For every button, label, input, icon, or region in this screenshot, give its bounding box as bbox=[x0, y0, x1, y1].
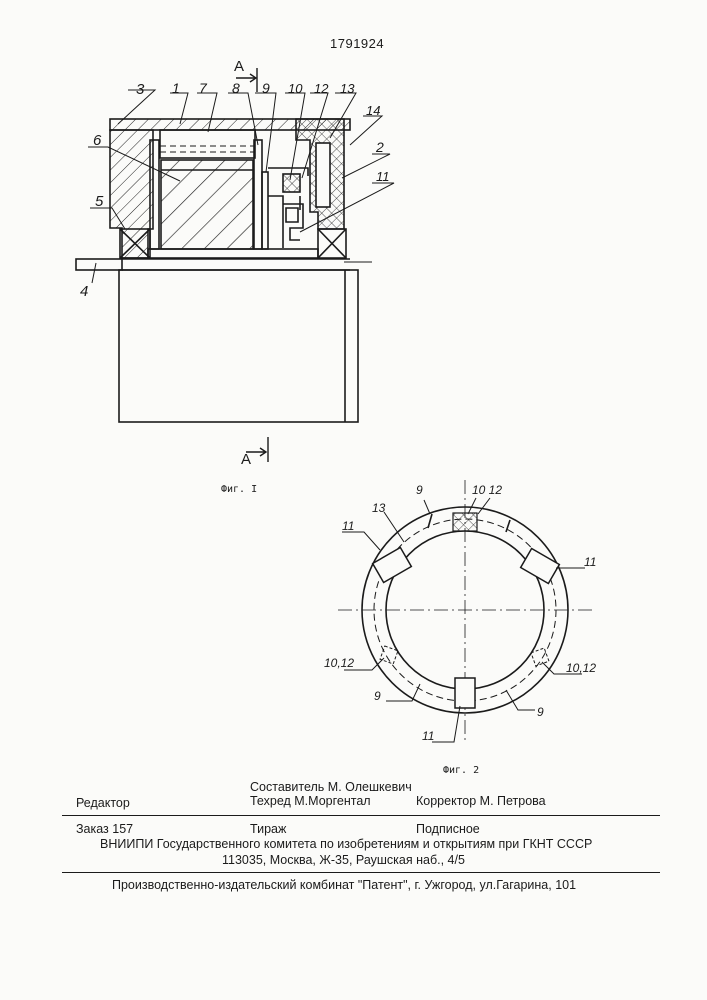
order-line: Заказ 157 bbox=[76, 822, 133, 836]
lower-housing bbox=[119, 270, 358, 422]
techred-line: Техред М.Моргентал bbox=[250, 794, 371, 808]
label-12: 12 bbox=[314, 81, 329, 96]
fig2-label-lower-left-10-12: 10,12 bbox=[324, 656, 354, 670]
label-5: 5 bbox=[95, 193, 104, 210]
fig2-label-top-9: 9 bbox=[416, 483, 423, 497]
label-4: 4 bbox=[80, 283, 88, 300]
label-7: 7 bbox=[199, 80, 208, 96]
subscription-line: Подписное bbox=[416, 822, 480, 836]
fig2-label-bottom-left-9: 9 bbox=[374, 689, 381, 703]
label-6: 6 bbox=[93, 132, 102, 149]
fig2-label-right-11: 11 bbox=[584, 555, 596, 569]
figure-1-drawing: A A 3 1 7 8 9 10 12 13 14 2 6 11 5 4 bbox=[0, 0, 707, 500]
label-11: 11 bbox=[376, 169, 390, 184]
imprint-rule-bottom bbox=[62, 872, 660, 873]
seal-part bbox=[283, 174, 300, 192]
circulation-line: Тираж bbox=[250, 822, 286, 836]
fig2-label-lower-right-10-12: 10,12 bbox=[566, 661, 596, 675]
figure-2-drawing: 9 10 12 13 11 11 10,12 10,12 9 9 11 bbox=[320, 470, 600, 770]
label-2: 2 bbox=[375, 139, 384, 155]
label-13: 13 bbox=[340, 81, 355, 96]
fig2-label-left-11: 11 bbox=[342, 519, 354, 533]
housing-part bbox=[110, 130, 153, 258]
vniipi-line: ВНИИПИ Государственного комитета по изоб… bbox=[100, 837, 592, 851]
imprint-rule-top bbox=[62, 815, 660, 816]
corrector-line: Корректор М. Петрова bbox=[416, 794, 546, 808]
drum-part bbox=[160, 130, 255, 158]
fig2-label-bottom-right-9: 9 bbox=[537, 705, 544, 719]
shaft-stub bbox=[76, 259, 122, 270]
label-3: 3 bbox=[136, 81, 145, 98]
section-body bbox=[76, 119, 372, 422]
compiler-line: Составитель М. Олешкевич bbox=[250, 780, 412, 794]
label-10: 10 bbox=[288, 81, 303, 96]
fig2-label-13: 13 bbox=[372, 501, 386, 515]
label-1: 1 bbox=[172, 80, 180, 96]
editor-line: Редактор bbox=[76, 796, 130, 810]
address-line: 113035, Москва, Ж-35, Раушская наб., 4/5 bbox=[222, 853, 465, 867]
publisher-line: Производственно-издательский комбинат "П… bbox=[112, 878, 576, 892]
fig2-label-top-10-12: 10 12 bbox=[472, 483, 502, 497]
label-8: 8 bbox=[232, 80, 240, 96]
fig2-label-bottom-11: 11 bbox=[422, 729, 434, 743]
fig2-caption: Фиг. 2 bbox=[443, 765, 479, 776]
label-14: 14 bbox=[366, 103, 380, 118]
section-mark-bottom: A bbox=[241, 451, 251, 468]
fig1-caption: Фиг. I bbox=[221, 484, 257, 495]
section-mark-top: A bbox=[234, 58, 244, 75]
label-9: 9 bbox=[262, 80, 270, 96]
rotor-part bbox=[161, 160, 253, 249]
